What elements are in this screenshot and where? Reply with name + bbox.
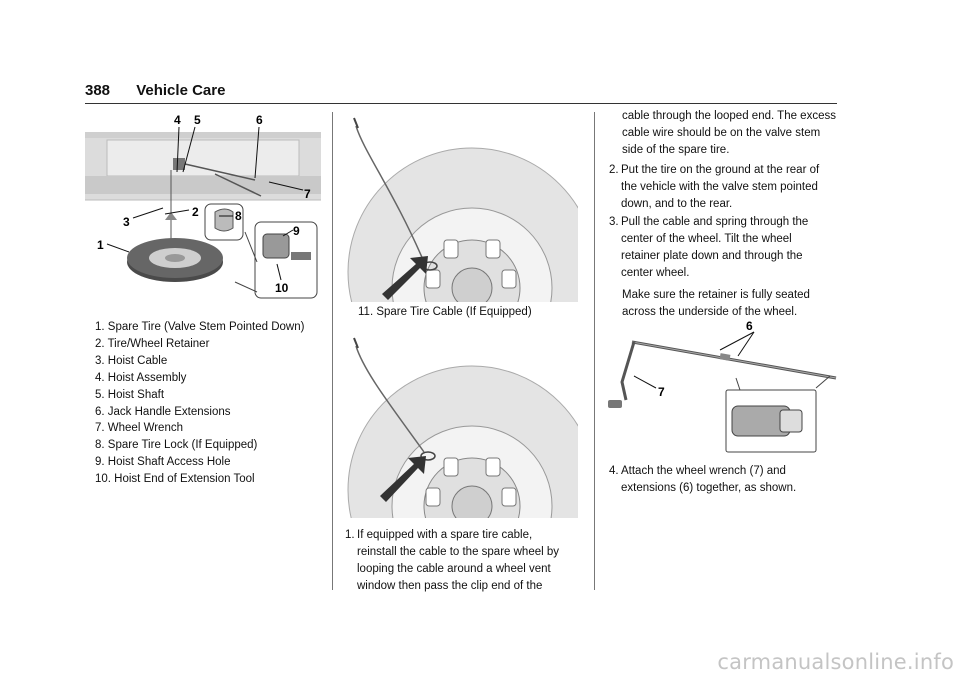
callout-1: 1 <box>97 238 104 252</box>
callout-8: 8 <box>235 209 242 223</box>
step-text: retainer plate down and through the <box>621 250 803 262</box>
callout-7: 7 <box>658 385 665 399</box>
wrench-extensions-figure: 6 7 <box>604 320 838 454</box>
callout-9: 9 <box>293 224 300 238</box>
step-3-note: Make sure the retainer is fully seated a… <box>622 287 810 321</box>
page-header: 388 Vehicle Care <box>85 82 225 99</box>
header-rule <box>85 103 837 104</box>
callout-10: 10 <box>275 281 289 295</box>
step-number: 2. <box>609 164 619 176</box>
step-text: looping the cable around a wheel vent <box>357 563 551 575</box>
step-text: reinstall the cable to the spare wheel b… <box>357 546 560 558</box>
callout-4: 4 <box>174 113 181 127</box>
step-text: Attach the wheel wrench (7) and <box>621 465 786 477</box>
step-number: 4. <box>609 465 619 477</box>
legend-item: 4. Hoist Assembly <box>95 371 187 384</box>
section-title: Vehicle Care <box>136 82 226 99</box>
step-text: cable through the looped end. The excess <box>622 110 836 122</box>
page-number: 388 <box>85 82 111 99</box>
legend-item: 8. Spare Tire Lock (If Equipped) <box>95 439 258 452</box>
step-number: 3. <box>609 216 619 228</box>
column-divider <box>594 112 595 590</box>
legend-item: 9. Hoist Shaft Access Hole <box>95 456 231 469</box>
step-text: the vehicle with the valve stem pointed <box>621 181 818 193</box>
step-text: window then pass the clip end of the <box>357 580 543 592</box>
legend-item: 6. Jack Handle Extensions <box>95 405 231 418</box>
legend-item: 10. Hoist End of Extension Tool <box>95 473 255 486</box>
step-text: extensions (6) together, as shown. <box>621 482 797 494</box>
step-text: Make sure the retainer is fully seated <box>622 289 810 301</box>
step-text: center wheel. <box>621 267 690 279</box>
legend-item: 7. Wheel Wrench <box>95 422 183 435</box>
step-text: Put the tire on the ground at the rear o… <box>621 164 820 176</box>
step-text: across the underside of the wheel. <box>622 306 798 318</box>
legend-item: 5. Hoist Shaft <box>95 388 165 401</box>
step-text: down, and to the rear. <box>621 198 733 210</box>
step-1: 1. If equipped with a spare tire cable, … <box>345 527 559 595</box>
step-4: 4. Attach the wheel wrench (7) and exten… <box>609 463 796 497</box>
legend-item: 2. Tire/Wheel Retainer <box>95 337 210 350</box>
step-3: 3. Pull the cable and spring through the… <box>609 214 808 282</box>
legend-item: 3. Hoist Cable <box>95 354 168 367</box>
spare-tire-cable-figure <box>344 112 578 302</box>
callout-6: 6 <box>746 320 753 333</box>
components-legend: 1. Spare Tire (Valve Stem Pointed Down) … <box>95 319 304 488</box>
step-text: cable wire should be on the valve stem <box>622 127 821 139</box>
step-number: 1. <box>345 529 355 541</box>
cable-reinstall-figure <box>344 334 578 518</box>
step-text: Pull the cable and spring through the <box>621 216 809 228</box>
figure-caption: 11. Spare Tire Cable (If Equipped) <box>358 306 532 318</box>
callout-5: 5 <box>194 113 201 127</box>
step-text: side of the spare tire. <box>622 144 730 156</box>
legend-item: 1. Spare Tire (Valve Stem Pointed Down) <box>95 321 305 333</box>
callout-7: 7 <box>304 187 311 201</box>
callout-3: 3 <box>123 215 130 229</box>
spare-tire-components-figure: 4 5 6 7 2 3 8 9 1 10 <box>85 112 325 302</box>
step-text: If equipped with a spare tire cable, <box>357 529 533 541</box>
watermark: carmanualsonline.info <box>717 650 954 674</box>
callout-6: 6 <box>256 113 263 127</box>
callout-2: 2 <box>192 205 199 219</box>
step-text: center of the wheel. Tilt the wheel <box>621 233 792 245</box>
step-1-continued: cable through the looped end. The excess… <box>622 108 836 159</box>
column-divider <box>332 112 333 590</box>
step-2: 2. Put the tire on the ground at the rea… <box>609 162 819 213</box>
